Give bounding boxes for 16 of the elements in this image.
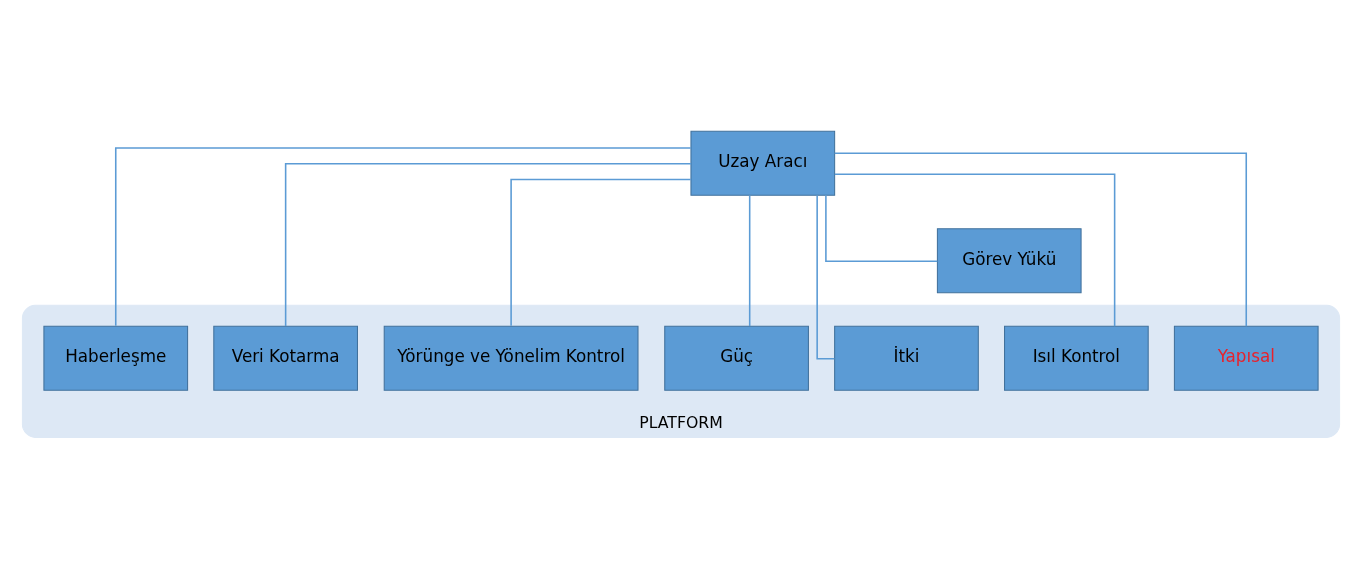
node-box: Haberleşme xyxy=(43,325,189,391)
connector xyxy=(284,162,692,327)
connector xyxy=(114,146,692,327)
node-box: Isıl Kontrol xyxy=(1004,325,1149,391)
connector xyxy=(834,172,1116,327)
node-box: Yörünge ve Yönelim Kontrol xyxy=(383,325,639,391)
connector xyxy=(510,178,692,327)
node-box: İtki xyxy=(834,325,979,391)
connector xyxy=(748,194,751,327)
connector xyxy=(833,151,1248,327)
node-box: Uzay Aracı xyxy=(690,130,836,196)
connector xyxy=(825,194,939,262)
node-box: Veri Kotarma xyxy=(213,325,358,391)
node-box: Yapısal xyxy=(1173,325,1319,391)
node-box: Görev Yükü xyxy=(936,227,1082,293)
node-box: Güç xyxy=(664,325,809,391)
